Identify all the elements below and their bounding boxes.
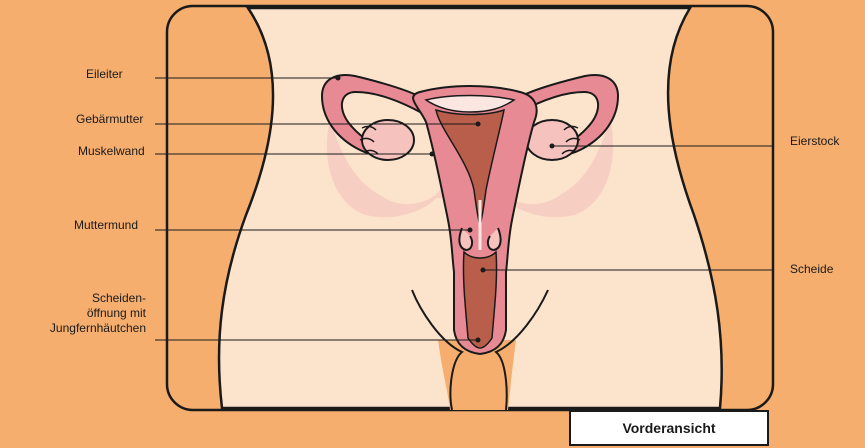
dot-scheidenoeffnung [476,338,481,343]
dot-muskelwand [430,152,435,157]
label-eierstock: Eierstock [790,134,839,149]
dot-muttermund [468,228,473,233]
label-scheidenoeffnung: Scheiden- öffnung mit Jungfernhäutchen [10,291,146,336]
view-caption: Vorderansicht [569,410,769,446]
label-gebaermutter: Gebärmutter [76,112,143,127]
dot-eileiter [336,76,341,81]
dot-scheide [481,268,486,273]
label-scheidenoeffnung-line2: öffnung mit [10,306,146,321]
label-scheide: Scheide [790,262,833,277]
dot-gebaermutter [476,122,481,127]
label-muskelwand: Muskelwand [78,144,145,159]
label-scheidenoeffnung-line3: Jungfernhäutchen [10,321,146,336]
label-muttermund: Muttermund [74,218,138,233]
vagina [463,252,496,348]
label-scheidenoeffnung-line1: Scheiden- [10,291,146,306]
label-eileiter: Eileiter [86,67,123,82]
dot-eierstock [550,144,555,149]
